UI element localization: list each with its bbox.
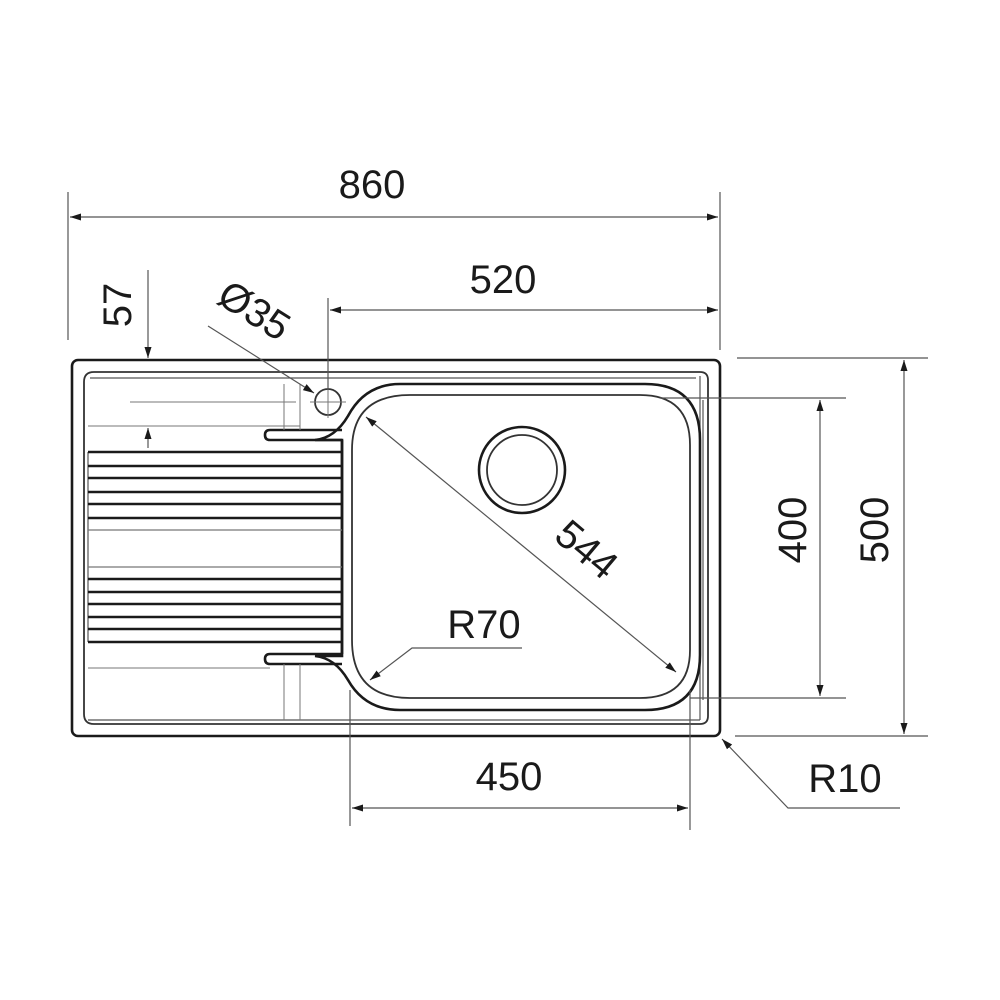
dimension-label-r10: R10 <box>808 757 881 801</box>
dimension-label-500: 500 <box>853 497 897 564</box>
tap-hole-icon <box>310 386 346 418</box>
dimension-bowl-corner-radius: R70 <box>369 603 522 681</box>
sink-outline <box>70 358 722 738</box>
dimension-overall-width: 860 <box>67 163 721 350</box>
dimension-tap-hole-diameter: Ø35 <box>207 272 315 394</box>
drainboard <box>87 384 344 720</box>
dimension-bowl-diagonal: 544 <box>365 416 677 673</box>
dimension-label-860: 860 <box>339 163 406 207</box>
dimension-bowl-length: 400 <box>660 397 846 699</box>
dimension-label-57: 57 <box>96 283 140 328</box>
drainboard-ribs-lower <box>88 566 342 644</box>
dimension-label-400: 400 <box>771 497 815 564</box>
dimension-label-450: 450 <box>476 755 543 799</box>
dimension-label-r70: R70 <box>447 603 520 647</box>
sink-bowl <box>314 382 702 712</box>
dimension-label-d35: Ø35 <box>210 272 297 349</box>
drainboard-ribs-upper <box>88 450 342 531</box>
dimension-bowl-section-width: 520 <box>327 258 718 390</box>
dimension-bowl-width: 450 <box>349 690 691 830</box>
dimension-label-544: 544 <box>547 512 626 589</box>
drain-outlet-icon <box>477 425 567 515</box>
dimension-outer-corner-radius: R10 <box>721 738 900 809</box>
dimension-label-520: 520 <box>470 258 537 302</box>
dimension-tap-hole-offset: 57 <box>96 270 296 448</box>
dimension-overall-depth: 500 <box>735 357 928 737</box>
